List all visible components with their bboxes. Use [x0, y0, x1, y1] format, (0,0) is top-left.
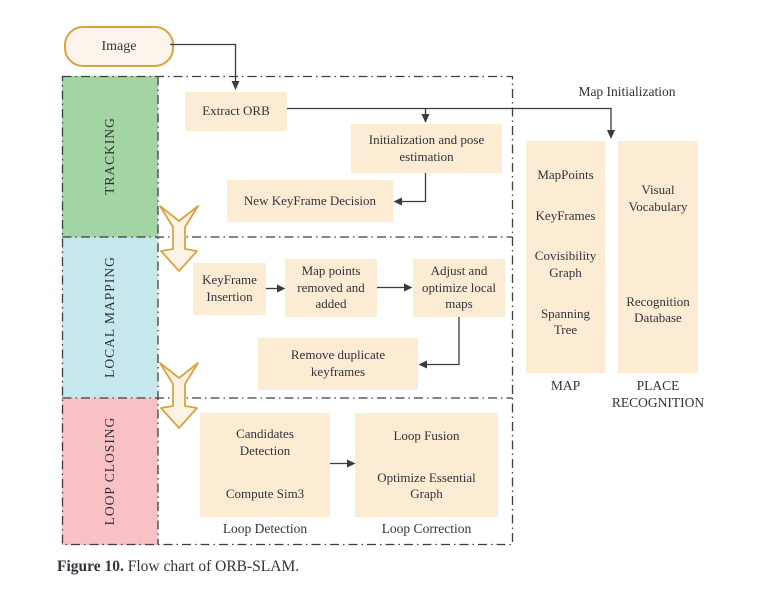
local-mapping-section-label: LOCAL MAPPING: [102, 256, 117, 378]
map-item-keyframes: KeyFrames: [535, 207, 596, 223]
remove-duplicate-box: Remove duplicate keyframes: [258, 338, 418, 390]
loop-detection-caption: Loop Detection: [222, 521, 308, 536]
arrowhead-into-newkeyframe: [393, 197, 402, 206]
remove-duplicate-label: Remove duplicate keyframes: [290, 347, 386, 379]
map-item-covisibility-graph: Covisibility Graph: [534, 248, 597, 281]
map-column: MapPoints KeyFrames Covisibility Graph S…: [526, 141, 605, 373]
loop-fusion-label: Loop Fusion: [393, 428, 460, 443]
tracking-to-localmapping-arrow: [159, 205, 199, 272]
initialization-pose-label: Initialization and pose estimation: [368, 131, 485, 164]
initialization-pose-box: Initialization and pose estimation: [351, 124, 502, 173]
arrowhead-into-adjust: [404, 283, 413, 292]
place-item-recognition-database: Recognition Database: [626, 293, 690, 326]
map-points-label: Map points removed and added: [297, 263, 365, 312]
keyframe-insertion-box: KeyFrame Insertion: [193, 263, 266, 315]
adjust-optimize-box: Adjust and optimize local maps: [413, 259, 505, 317]
map-item-spanning-tree: Spanning Tree: [540, 305, 591, 338]
arrowhead-into-extractorb: [231, 81, 240, 90]
section-transition-arrows: [159, 205, 199, 429]
loop-correction-box: Loop Fusion Optimize Essential Graph: [355, 413, 498, 517]
edge-initpose-newkeyframe: [402, 173, 427, 203]
figure-caption-number: Figure 10.: [57, 558, 124, 575]
localmapping-to-loopclosing-arrow: [159, 362, 199, 429]
place-recognition-caption: PLACE RECOGNITION: [611, 378, 705, 410]
optimize-essential-label: Optimize Essential Graph: [377, 469, 476, 502]
extract-orb-box: Extract ORB: [185, 92, 287, 131]
compute-sim3-label: Compute Sim3: [225, 486, 305, 502]
loop-closing-section-label: LOOP CLOSING: [102, 416, 117, 526]
adjust-optimize-label: Adjust and optimize local maps: [421, 263, 496, 312]
place-item-visual-vocabulary: Visual Vocabulary: [628, 182, 688, 214]
arrowhead-into-removedup: [418, 360, 427, 369]
extract-orb-label: Extract ORB: [202, 103, 270, 119]
new-keyframe-decision-label: New KeyFrame Decision: [243, 192, 377, 208]
map-points-box: Map points removed and added: [285, 259, 377, 317]
map-item-mappoints: MapPoints: [537, 167, 594, 182]
edge-image-extractorb: [170, 43, 237, 82]
loop-correction-caption: Loop Correction: [381, 521, 472, 536]
candidates-detection-label: Candidates Detection: [236, 426, 294, 458]
image-start-node: Image: [64, 26, 174, 67]
new-keyframe-decision-box: New KeyFrame Decision: [227, 180, 393, 222]
map-initialization-label: Map Initialization: [578, 84, 676, 99]
edge-adjust-removedup: [427, 317, 460, 366]
loop-detection-box: Candidates Detection Compute Sim3: [200, 413, 330, 517]
keyframe-insertion-label: KeyFrame Insertion: [202, 272, 257, 304]
figure-caption-text: Flow chart of ORB-SLAM.: [123, 558, 300, 575]
figure-caption: Figure 10. Flow chart of ORB-SLAM.: [57, 558, 299, 576]
arrowhead-into-mapinit: [607, 130, 615, 139]
arrowhead-into-initpose: [421, 114, 430, 123]
map-column-caption: MAP: [550, 378, 581, 393]
image-start-node-label: Image: [101, 38, 137, 54]
tracking-section-label: TRACKING: [102, 117, 117, 195]
place-recognition-column: Visual Vocabulary Recognition Database: [618, 141, 698, 373]
